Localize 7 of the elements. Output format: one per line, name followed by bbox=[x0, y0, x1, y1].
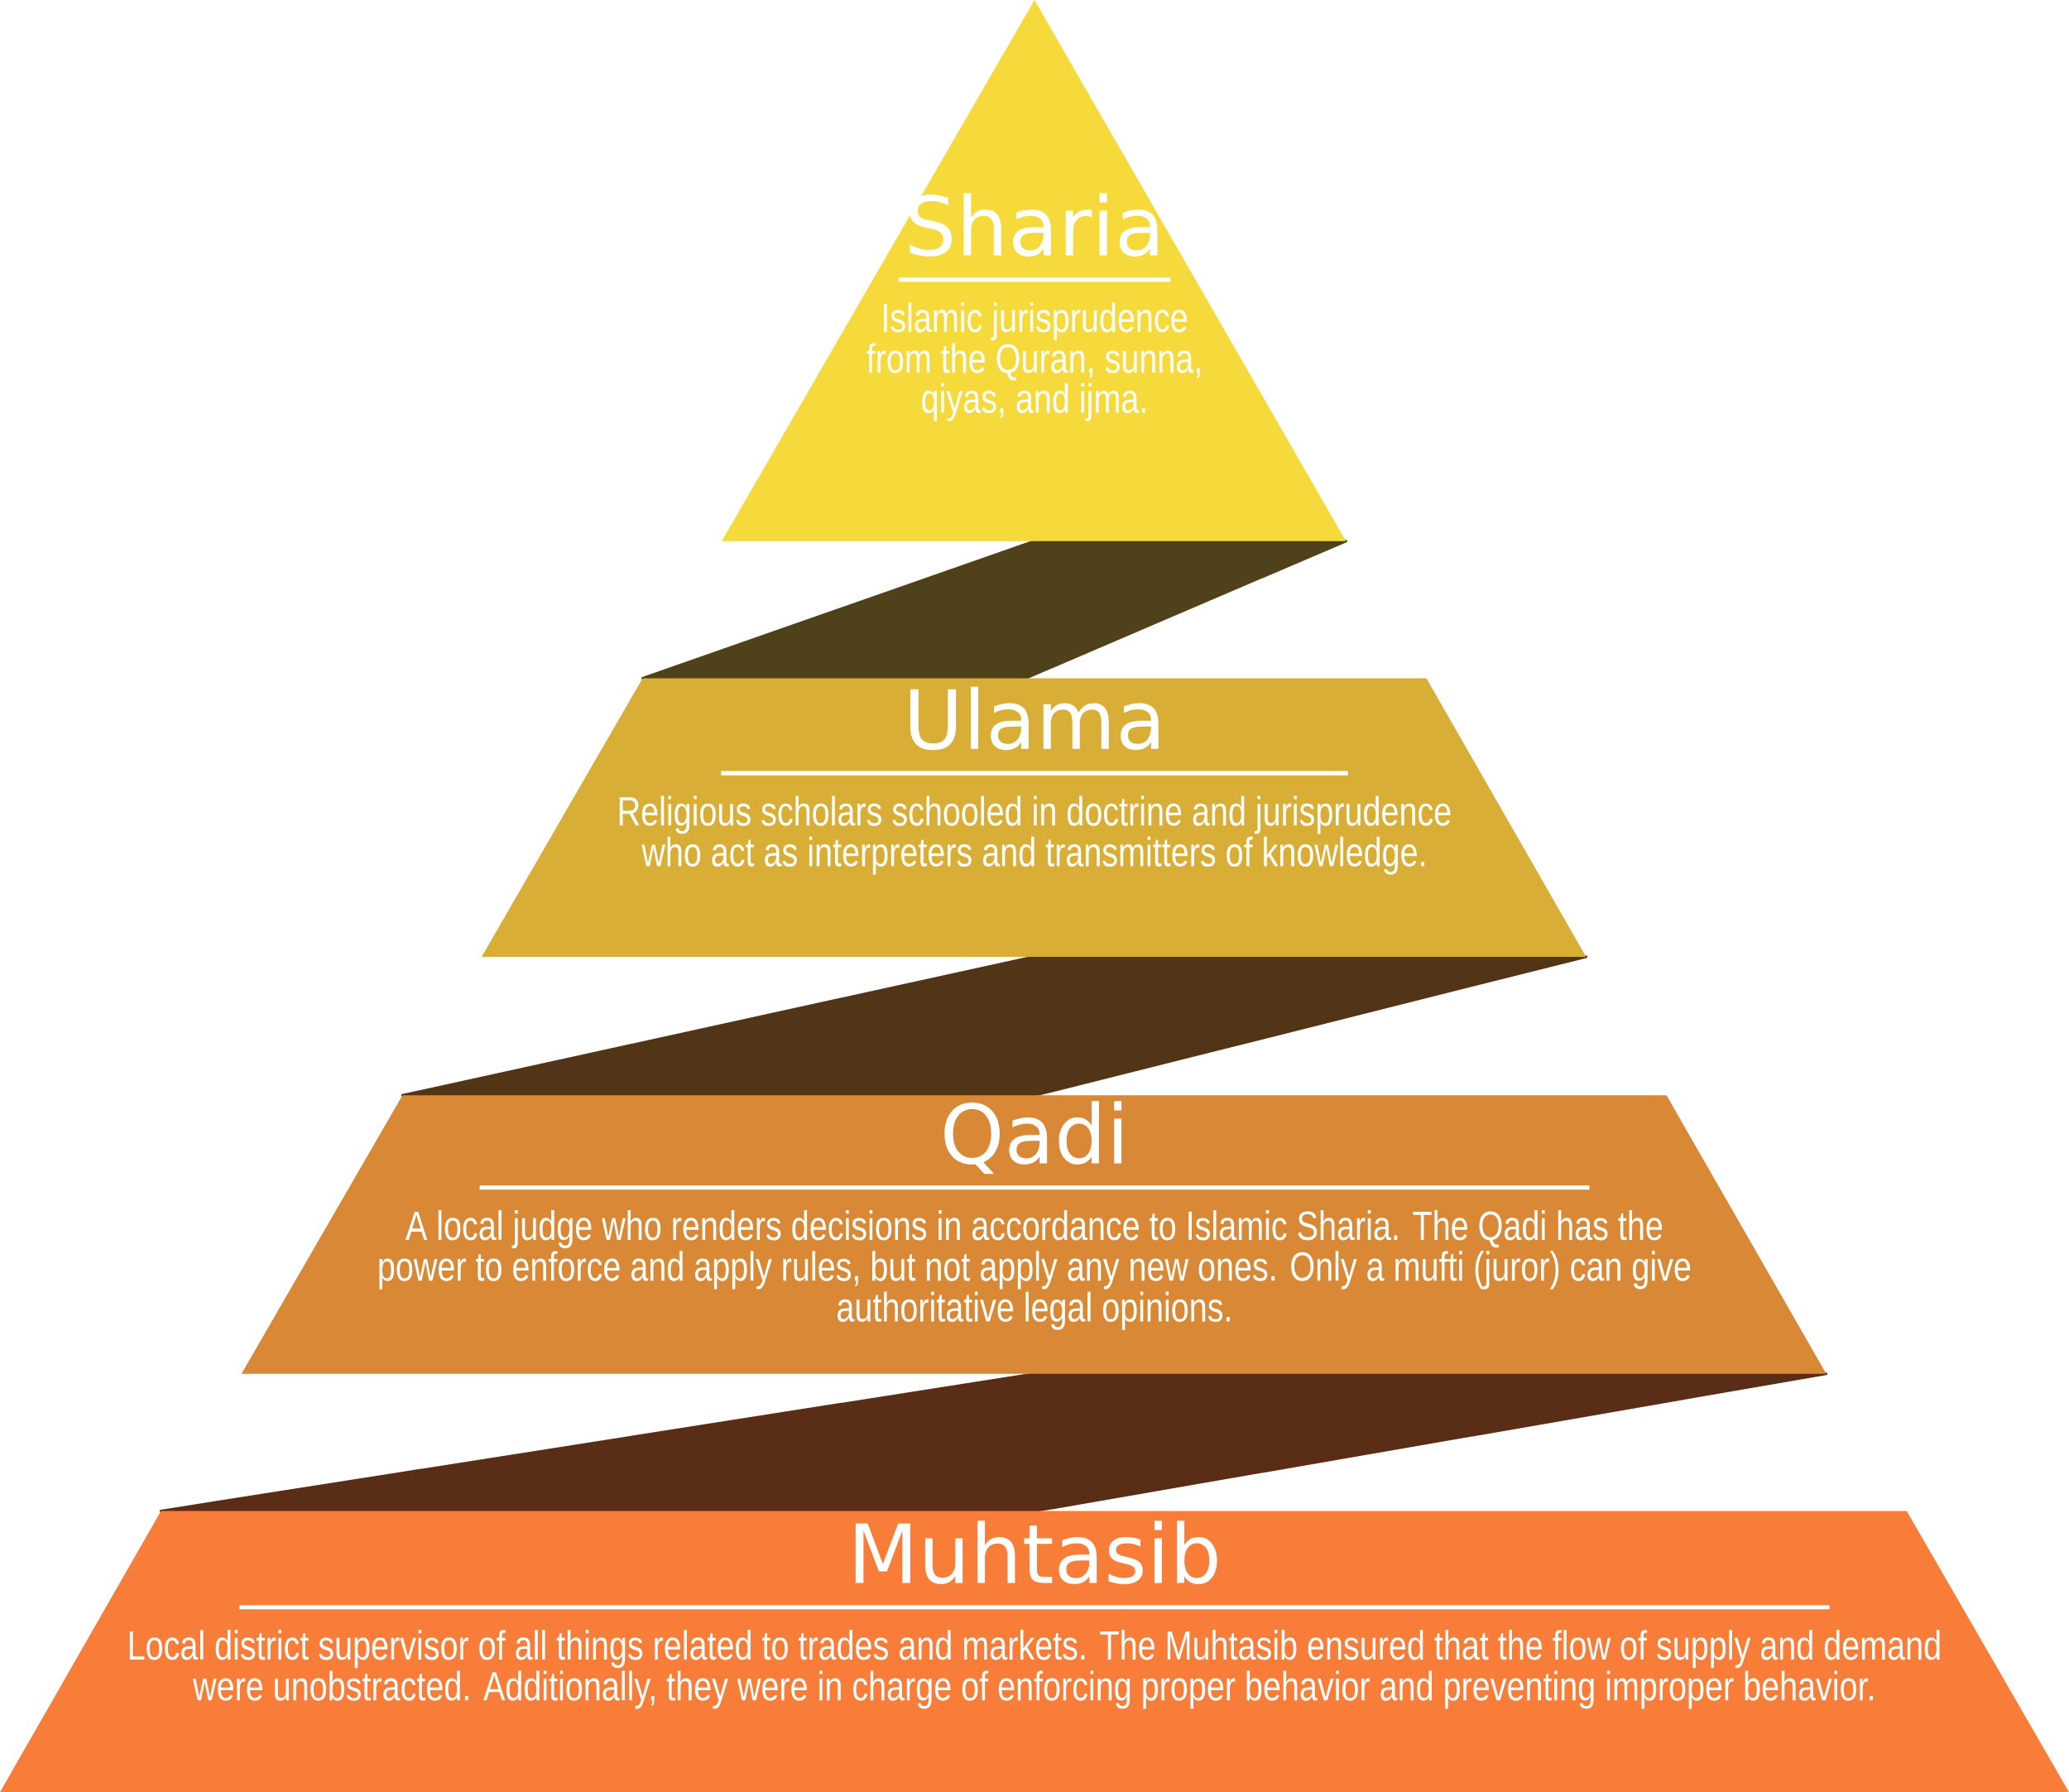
pyramid-tier: Muhtasib Local district supervisor of all things related to trades and markets. The Muhtasib ensured that the flow of supply and demand were unobstracted. Additionally, they were in charge of enforcing proper behavior and preventing improper behavior. bbox=[0, 1511, 2069, 1792]
pyramid-tier: Sharia Islamic jurisprudence from the Quran, sunna, qiyas, and ijma. bbox=[722, 0, 1347, 541]
ribbon-fold bbox=[641, 540, 1347, 680]
pyramid-tier: Qadi A local judge who renders decisions in accordance to Islamic Sharia. The Qadi has the power to enforce and apply rules, but not apply any new ones. Only a mufti (juror) can give authoritative legal opinions. bbox=[241, 1095, 1827, 1374]
pyramid-tier: Ulama Religious scholars schooled in doctrine and jurisprudence who act as interpreters and transmitters of knowledge. bbox=[481, 678, 1587, 957]
ribbon-fold bbox=[401, 955, 1588, 1097]
ribbon-fold bbox=[159, 1372, 1828, 1513]
